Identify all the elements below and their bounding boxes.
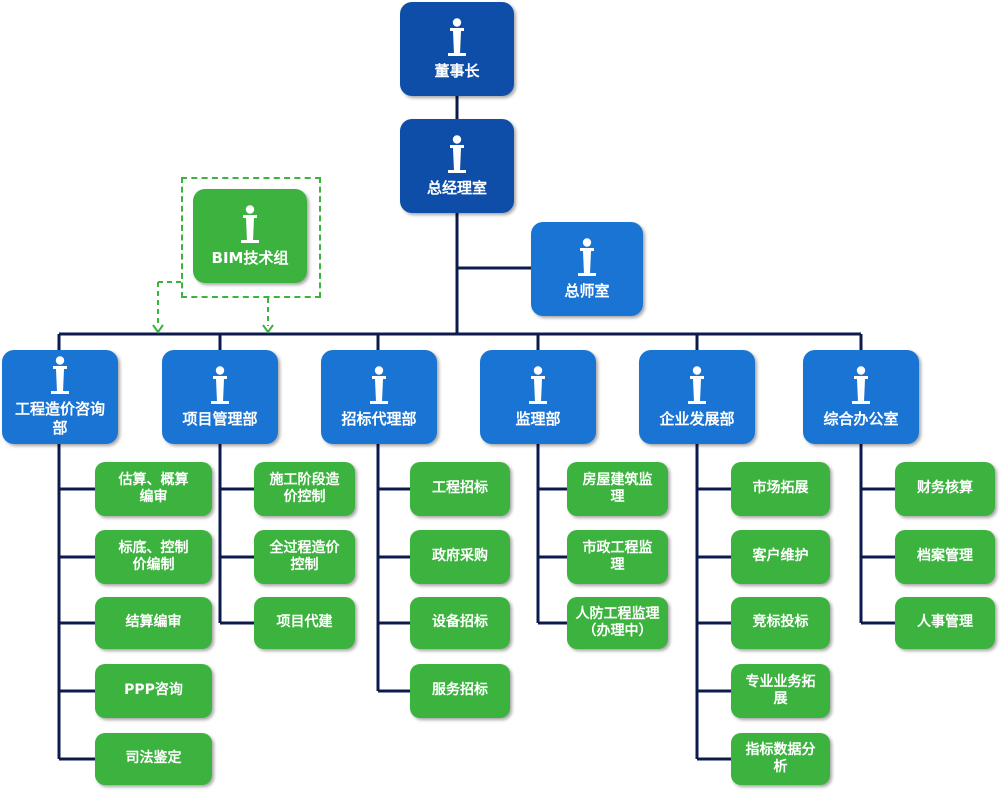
sub-unit[interactable]: 市场拓展 [731, 462, 830, 516]
dept-label: 招标代理部 [341, 409, 417, 428]
sub-unit-label: 设备招标 [432, 614, 488, 631]
gm-office-label: 总经理室 [426, 178, 487, 197]
podium-icon [447, 134, 467, 173]
bim-arrow-head [262, 324, 274, 334]
sub-unit-label: 司法鉴定 [125, 750, 182, 767]
dept-label: 企业发展部 [659, 409, 735, 428]
sub-unit[interactable]: 标底、控制价编制 [95, 530, 212, 584]
bim-label: BIM技术组 [211, 248, 289, 267]
sub-unit[interactable]: 档案管理 [895, 530, 995, 584]
sub-unit[interactable]: 施工阶段造价控制 [254, 462, 355, 516]
sub-unit-label: 估算、概算编审 [118, 471, 189, 506]
chief-engineer-label: 总师室 [564, 281, 610, 300]
gm-office-node[interactable]: 总经理室 [400, 119, 514, 213]
dept-project-management[interactable]: 项目管理部 [162, 350, 278, 444]
sub-unit-label: 市政工程监理 [582, 539, 653, 574]
podium-icon [210, 365, 230, 404]
sub-unit[interactable]: PPP咨询 [95, 664, 212, 718]
sub-unit[interactable]: 人事管理 [895, 597, 995, 649]
dept-enterprise-development[interactable]: 企业发展部 [639, 350, 755, 444]
bim-dashed-frame [181, 177, 321, 298]
sub-unit[interactable]: 工程招标 [410, 462, 510, 516]
sub-unit[interactable]: 市政工程监理 [567, 530, 668, 584]
sub-unit-label: 政府采购 [432, 548, 488, 565]
sub-unit[interactable]: 设备招标 [410, 597, 510, 649]
chairman-node[interactable]: 董事长 [400, 2, 514, 96]
sub-unit[interactable]: 政府采购 [410, 530, 510, 584]
sub-unit-label: 专业业务拓展 [745, 673, 816, 708]
dept-label: 综合办公室 [823, 409, 899, 428]
podium-icon [851, 365, 871, 404]
sub-unit-label: 房屋建筑监理 [582, 471, 653, 506]
dept-label: 工程造价咨询部 [14, 400, 105, 437]
dept-tender-agency[interactable]: 招标代理部 [321, 350, 437, 444]
sub-unit-label: 结算编审 [125, 614, 182, 631]
sub-unit[interactable]: 房屋建筑监理 [567, 462, 668, 516]
sub-unit-label: 竞标投标 [752, 614, 809, 631]
sub-unit-label: 项目代建 [276, 614, 333, 631]
podium-icon [240, 204, 260, 243]
sub-unit[interactable]: 财务核算 [895, 462, 995, 516]
sub-unit-label: PPP咨询 [124, 682, 183, 699]
sub-unit-label: 人防工程监理（办理中） [575, 605, 660, 640]
sub-unit[interactable]: 服务招标 [410, 664, 510, 718]
sub-unit-label: 全过程造价控制 [269, 539, 340, 574]
podium-icon [687, 365, 707, 404]
sub-unit-label: 标底、控制价编制 [118, 539, 189, 574]
sub-unit[interactable]: 客户维护 [731, 530, 830, 584]
sub-unit[interactable]: 司法鉴定 [95, 733, 212, 785]
dept-label: 监理部 [515, 409, 561, 428]
podium-icon [50, 356, 70, 395]
podium-icon [577, 237, 597, 276]
sub-unit-label: 指标数据分析 [745, 741, 816, 776]
sub-unit[interactable]: 结算编审 [95, 597, 212, 649]
sub-unit-label: 施工阶段造价控制 [269, 471, 340, 506]
chairman-label: 董事长 [434, 61, 480, 80]
sub-unit[interactable]: 专业业务拓展 [731, 664, 830, 718]
bim-node[interactable]: BIM技术组 [193, 189, 307, 283]
dept-label: 项目管理部 [182, 409, 258, 428]
sub-unit[interactable]: 人防工程监理（办理中） [567, 597, 668, 649]
podium-icon [369, 365, 389, 404]
sub-unit[interactable]: 项目代建 [254, 597, 355, 649]
sub-unit[interactable]: 指标数据分析 [731, 733, 830, 785]
podium-icon [447, 17, 467, 56]
dept-supervision[interactable]: 监理部 [480, 350, 596, 444]
bim-arrow-head [152, 324, 164, 334]
sub-unit-label: 人事管理 [917, 614, 973, 631]
sub-unit[interactable]: 竞标投标 [731, 597, 830, 649]
dept-cost-consulting[interactable]: 工程造价咨询部 [2, 350, 118, 444]
sub-unit-label: 市场拓展 [752, 480, 809, 497]
dept-general-office[interactable]: 综合办公室 [803, 350, 919, 444]
sub-unit-label: 工程招标 [432, 480, 488, 497]
sub-unit-label: 服务招标 [432, 682, 488, 699]
podium-icon [528, 365, 548, 404]
chief-engineer-node[interactable]: 总师室 [531, 222, 643, 316]
sub-unit[interactable]: 估算、概算编审 [95, 462, 212, 516]
sub-unit[interactable]: 全过程造价控制 [254, 530, 355, 584]
sub-unit-label: 财务核算 [917, 480, 973, 497]
sub-unit-label: 档案管理 [917, 548, 973, 565]
sub-unit-label: 客户维护 [752, 548, 809, 565]
